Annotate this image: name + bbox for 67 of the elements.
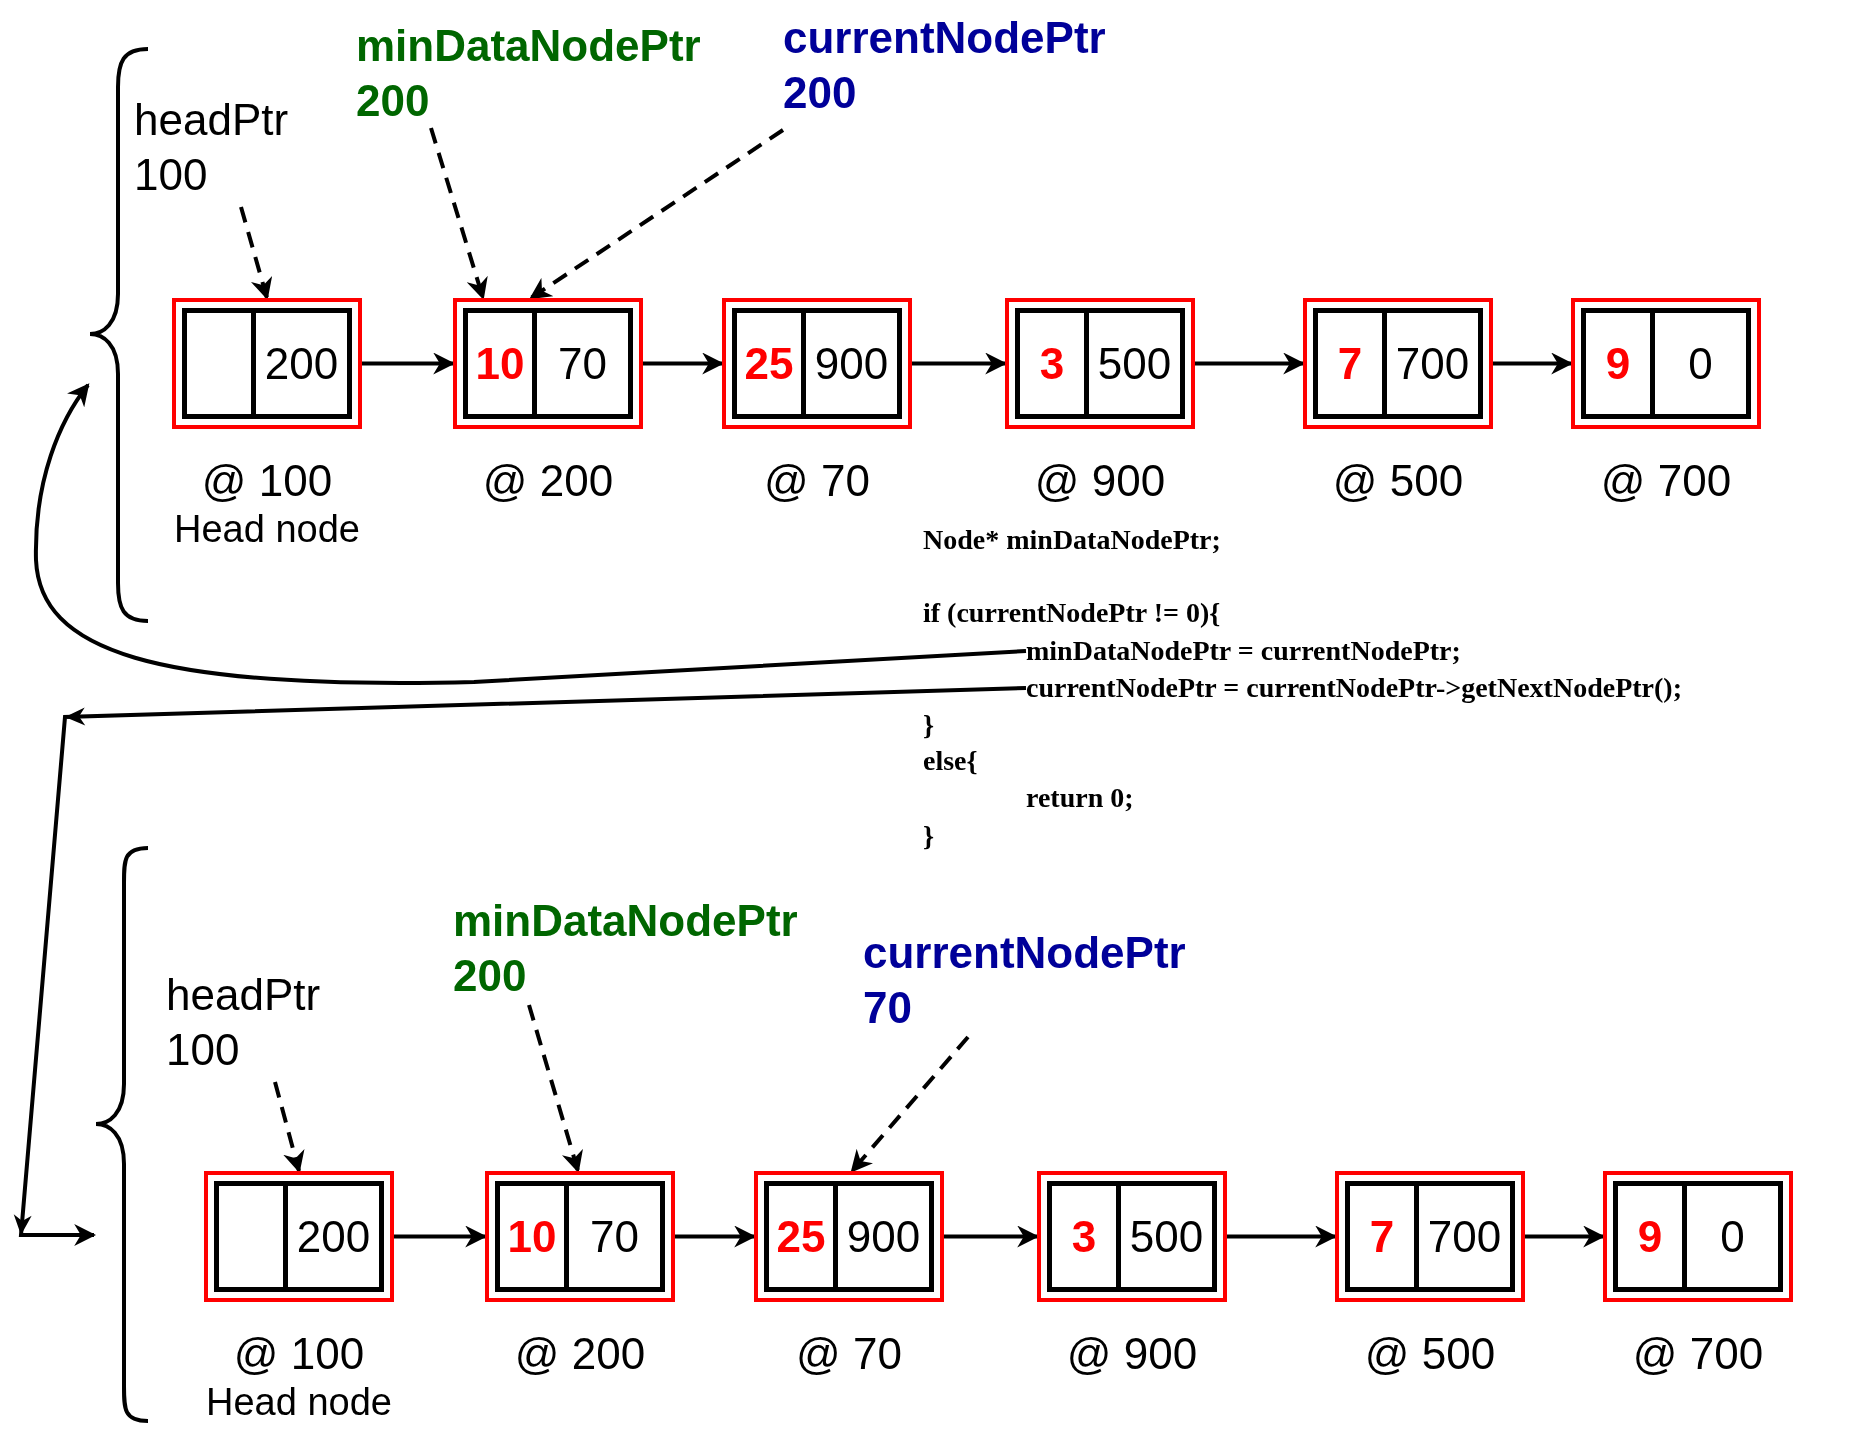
list-node (485, 1171, 675, 1302)
data-field: 7 (1318, 313, 1387, 414)
pointer-field: 900 (805, 313, 897, 414)
pointer-name: currentNodePtr (863, 927, 1186, 979)
address-label: @ 900 (1034, 455, 1166, 506)
address-label: @ 100 (233, 1328, 365, 1379)
pointer-field: 500 (1120, 1186, 1212, 1287)
data-field: 3 (1052, 1186, 1121, 1287)
address-label: @ 70 (796, 1328, 902, 1379)
pointer-field: 900 (837, 1186, 929, 1287)
pointer-field: 0 (1654, 313, 1746, 414)
code-line: } (923, 819, 935, 853)
data-field: 9 (1618, 1186, 1687, 1287)
code-line: return 0; (1026, 781, 1134, 815)
pointer-field: 700 (1386, 313, 1478, 414)
pointer-value: 200 (453, 950, 527, 1002)
pointer-name: headPtr (166, 969, 321, 1021)
code-line: else{ (923, 744, 978, 778)
pointer-field: 70 (568, 1186, 660, 1287)
pointer-value: 100 (134, 149, 208, 201)
address-label: @ 70 (764, 455, 870, 506)
list-node (722, 298, 912, 429)
data-field: 10 (468, 313, 537, 414)
address-label: @ 700 (1632, 1328, 1764, 1379)
list-node (453, 298, 643, 429)
address-label: @ 700 (1600, 455, 1732, 506)
address-label: @ 500 (1332, 455, 1464, 506)
pointer-field: 500 (1088, 313, 1180, 414)
address-label: @ 500 (1364, 1328, 1496, 1379)
pointer-value: 100 (166, 1024, 240, 1076)
node-caption: Head node (174, 507, 360, 552)
pointer-field: 700 (1418, 1186, 1510, 1287)
list-node (204, 1171, 394, 1302)
list-node (172, 298, 362, 429)
code-line: } (923, 708, 935, 742)
data-field: 3 (1020, 313, 1089, 414)
curly-brace (94, 846, 148, 1423)
code-line: currentNodePtr = currentNodePtr->getNextNodePtr(); (1026, 670, 1682, 706)
data-field: 9 (1586, 313, 1655, 414)
pointer-name: minDataNodePtr (356, 20, 701, 72)
code-line: Node* minDataNodePtr; (923, 523, 1221, 557)
address-label: @ 900 (1066, 1328, 1198, 1379)
pointer-name: currentNodePtr (783, 12, 1106, 64)
list-node (1335, 1171, 1525, 1302)
pointer-name: headPtr (134, 94, 289, 146)
data-field: 10 (500, 1186, 569, 1287)
pointer-field: 0 (1686, 1186, 1778, 1287)
pointer-name: minDataNodePtr (453, 895, 798, 947)
address-label: @ 200 (514, 1328, 646, 1379)
data-field: 7 (1350, 1186, 1419, 1287)
pointer-value: 70 (863, 982, 912, 1034)
list-node (1303, 298, 1493, 429)
data-field: 25 (769, 1186, 838, 1287)
list-node (754, 1171, 944, 1302)
code-line: minDataNodePtr = currentNodePtr; (1026, 633, 1461, 669)
node-caption: Head node (206, 1380, 392, 1425)
code-line: if (currentNodePtr != 0){ (923, 596, 1221, 630)
address-label: @ 200 (482, 455, 614, 506)
data-field: 25 (737, 313, 806, 414)
list-node (1603, 1171, 1793, 1302)
pointer-value: 200 (783, 67, 857, 119)
list-node (1037, 1171, 1227, 1302)
list-node (1005, 298, 1195, 429)
pointer-field: 70 (536, 313, 628, 414)
list-node (1571, 298, 1761, 429)
pointer-value: 200 (356, 75, 430, 127)
address-label: @ 100 (201, 455, 333, 506)
